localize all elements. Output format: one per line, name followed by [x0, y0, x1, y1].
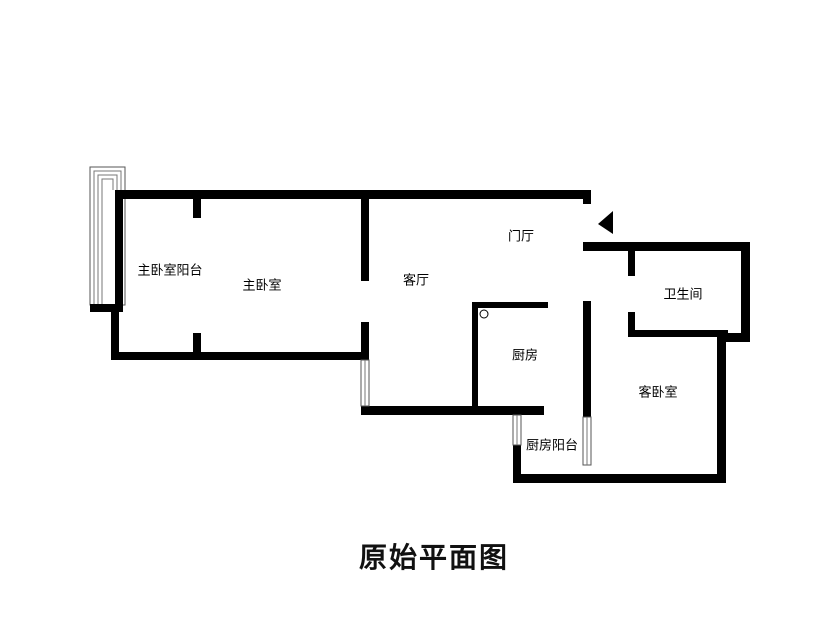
room-label-bathroom: 卫生间 — [663, 288, 702, 303]
plan-caption: 原始平面图 — [358, 541, 509, 574]
entrance-arrow-icon — [598, 211, 613, 234]
room-label-guest-bedroom: 客卧室 — [638, 385, 677, 401]
walls — [90, 190, 750, 483]
room-label-foyer: 门厅 — [508, 230, 534, 245]
living-room-window — [360, 359, 370, 407]
kitchen-drain-icon — [479, 309, 489, 319]
room-label-kitchen: 厨房 — [512, 348, 538, 364]
kitchen-balcony-window-right — [582, 416, 592, 466]
kitchen-balcony-window-left — [512, 414, 522, 446]
room-label-master-bedroom: 主卧室 — [242, 278, 281, 294]
room-label-kitchen-balcony: 厨房阳台 — [526, 438, 578, 454]
room-label-living-room: 客厅 — [403, 273, 429, 289]
room-label-master-balcony: 主卧室阳台 — [137, 263, 202, 279]
